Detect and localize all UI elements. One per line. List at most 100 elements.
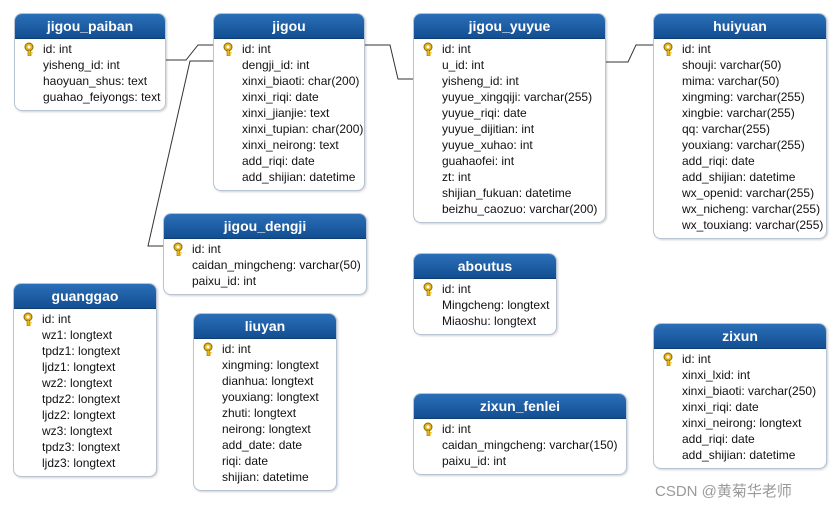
table-field: wx_openid: varchar(255) <box>654 185 826 201</box>
table-field: zhuti: longtext <box>194 405 336 421</box>
table-field: zt: int <box>414 169 605 185</box>
field-label: id: int <box>682 42 711 56</box>
field-label: xinxi_biaoti: varchar(250) <box>682 384 817 398</box>
primary-key-icon <box>223 42 233 56</box>
field-label: id: int <box>42 312 71 326</box>
primary-key-field: id: int <box>164 241 366 257</box>
field-label: tpdz2: longtext <box>42 392 121 406</box>
field-label: add_riqi: date <box>682 154 755 168</box>
primary-key-field: id: int <box>194 341 336 357</box>
table-field: ljdz2: longtext <box>14 407 156 423</box>
primary-key-icon <box>423 42 433 56</box>
field-label: shouji: varchar(50) <box>682 58 782 72</box>
table-field: xinxi_neirong: longtext <box>654 415 826 431</box>
primary-key-icon <box>23 312 33 326</box>
table-field: Mingcheng: longtext <box>414 297 556 313</box>
table-field: tpdz1: longtext <box>14 343 156 359</box>
table-title: jigou <box>214 14 364 39</box>
field-label: shijian: datetime <box>222 470 309 484</box>
field-label: dengji_id: int <box>242 58 310 72</box>
field-label: xinxi_riqi: date <box>242 90 319 104</box>
table-title: zixun <box>654 324 826 349</box>
field-label: xinxi_neirong: text <box>242 138 339 152</box>
table-field: wz2: longtext <box>14 375 156 391</box>
table-field: xinxi_riqi: date <box>654 399 826 415</box>
field-label: wz1: longtext <box>42 328 113 342</box>
primary-key-icon <box>203 342 213 356</box>
table-title: jigou_yuyue <box>414 14 605 39</box>
field-label: xingbie: varchar(255) <box>682 106 795 120</box>
table-title: jigou_dengji <box>164 214 366 239</box>
table-field: qq: varchar(255) <box>654 121 826 137</box>
field-label: xinxi_riqi: date <box>682 400 759 414</box>
table-field: add_riqi: date <box>214 153 364 169</box>
table-field: ljdz3: longtext <box>14 455 156 471</box>
table-field: u_id: int <box>414 57 605 73</box>
table-field: riqi: date <box>194 453 336 469</box>
field-label: tpdz1: longtext <box>42 344 121 358</box>
field-label: wz3: longtext <box>42 424 113 438</box>
table-title: liuyan <box>194 314 336 339</box>
table-field: youxiang: longtext <box>194 389 336 405</box>
field-label: xingming: varchar(255) <box>682 90 805 104</box>
table-field: xinxi_neirong: text <box>214 137 364 153</box>
field-label: add_shijian: datetime <box>682 170 796 184</box>
field-label: paixu_id: int <box>442 454 507 468</box>
primary-key-field: id: int <box>214 41 364 57</box>
field-label: tpdz3: longtext <box>42 440 121 454</box>
field-label: id: int <box>192 242 221 256</box>
field-label: id: int <box>442 42 471 56</box>
field-label: wx_nicheng: varchar(255) <box>682 202 821 216</box>
table-zixun[interactable]: zixun id: int xinxi_lxid: int xinxi_biaoti:… <box>653 323 827 469</box>
primary-key-icon <box>663 352 673 366</box>
field-label: add_date: date <box>222 438 303 452</box>
primary-key-field: id: int <box>414 41 605 57</box>
table-field: yisheng_id: int <box>414 73 605 89</box>
field-label: Mingcheng: longtext <box>442 298 550 312</box>
field-label: id: int <box>222 342 251 356</box>
field-label: id: int <box>442 422 471 436</box>
table-field: yuyue_xuhao: int <box>414 137 605 153</box>
table-field: haoyuan_shus: text <box>15 73 165 89</box>
table-field: xingbie: varchar(255) <box>654 105 826 121</box>
field-label: zhuti: longtext <box>222 406 297 420</box>
field-label: mima: varchar(50) <box>682 74 780 88</box>
field-label: add_riqi: date <box>242 154 315 168</box>
table-field: xinxi_biaoti: varchar(250) <box>654 383 826 399</box>
table-field: yuyue_xingqiji: varchar(255) <box>414 89 605 105</box>
primary-key-icon <box>24 42 34 56</box>
table-field: caidan_mingcheng: varchar(150) <box>414 437 626 453</box>
table-field: wz3: longtext <box>14 423 156 439</box>
link-yuyue-huiyuan <box>606 44 653 63</box>
primary-key-field: id: int <box>654 41 826 57</box>
table-field: tpdz2: longtext <box>14 391 156 407</box>
field-label: wx_touxiang: varchar(255) <box>682 218 824 232</box>
field-label: neirong: longtext <box>222 422 311 436</box>
table-field: wz1: longtext <box>14 327 156 343</box>
field-label: ljdz2: longtext <box>42 408 116 422</box>
field-label: wx_openid: varchar(255) <box>682 186 815 200</box>
field-label: xinxi_lxid: int <box>682 368 751 382</box>
table-field: add_riqi: date <box>654 431 826 447</box>
table-field: xinxi_tupian: char(200) <box>214 121 364 137</box>
field-label: id: int <box>682 352 711 366</box>
field-label: xinxi_neirong: longtext <box>682 416 802 430</box>
table-field: shijian: datetime <box>194 469 336 485</box>
field-label: id: int <box>442 282 471 296</box>
primary-key-icon <box>173 242 183 256</box>
